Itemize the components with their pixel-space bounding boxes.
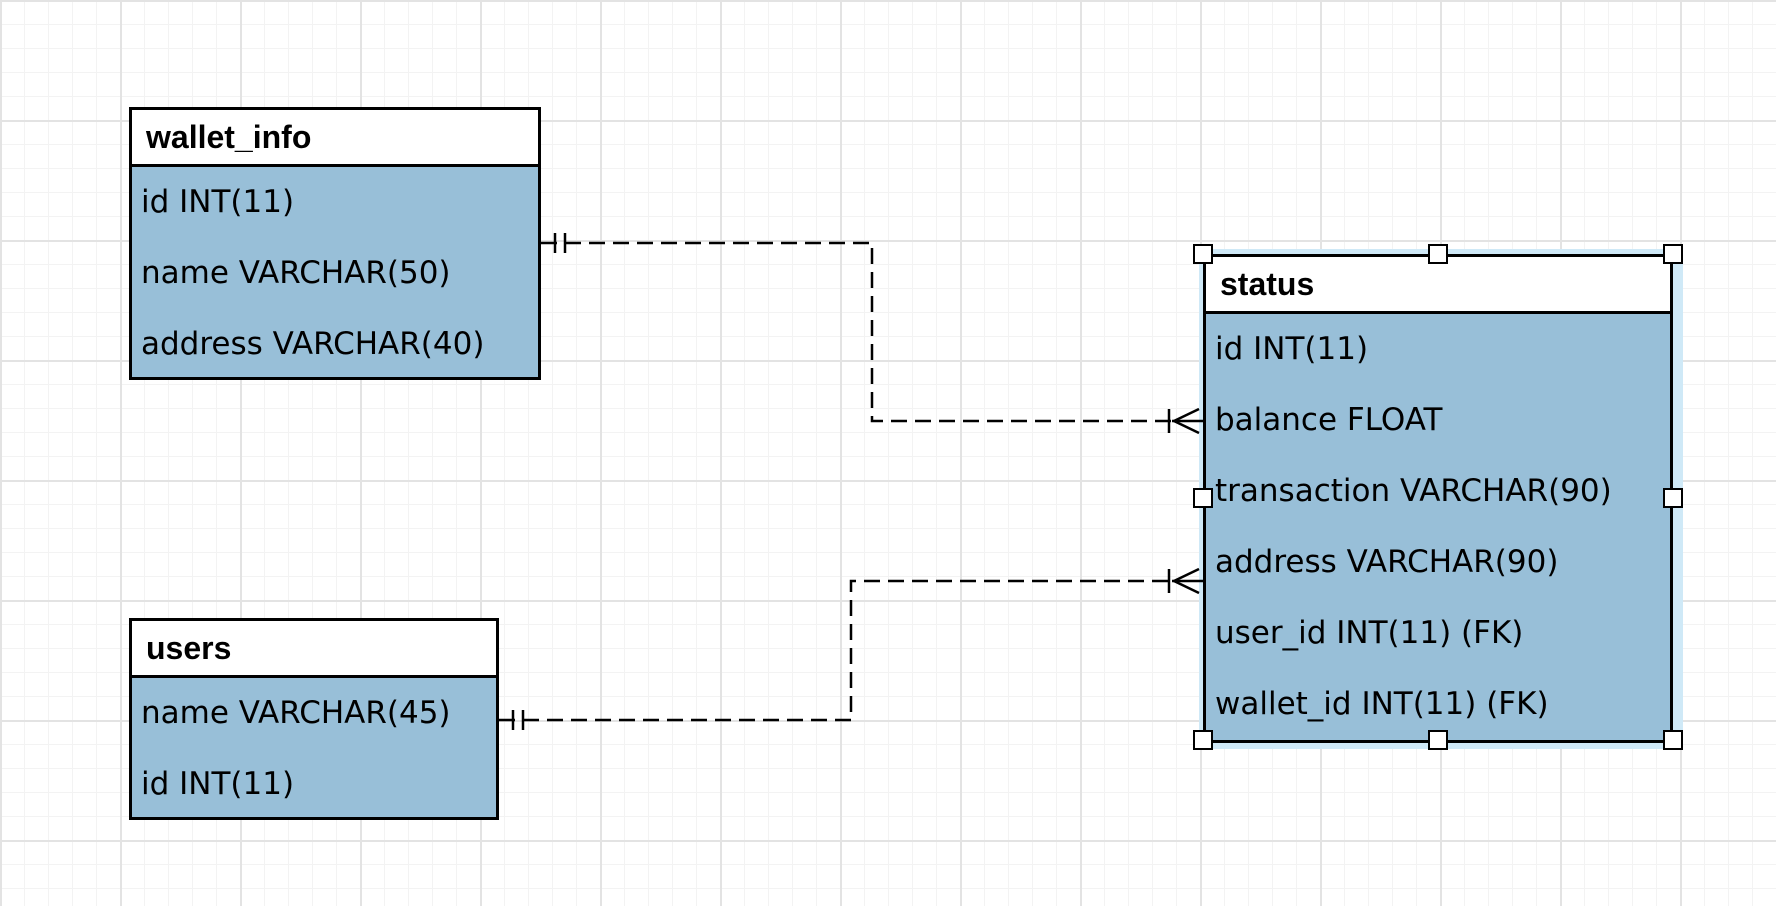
resize-handle-bottom-right[interactable]: [1663, 730, 1683, 750]
relationship-wallet-info-status[interactable]: [541, 233, 1203, 435]
field-row[interactable]: name VARCHAR(45): [141, 695, 451, 731]
entity-title: status: [1206, 257, 1670, 314]
field-row[interactable]: id INT(11): [141, 766, 295, 802]
field-row[interactable]: id INT(11): [141, 184, 295, 220]
field-row[interactable]: balance FLOAT: [1215, 402, 1443, 438]
resize-handle-right[interactable]: [1663, 488, 1683, 508]
resize-handle-top[interactable]: [1428, 244, 1448, 264]
field-row[interactable]: transaction VARCHAR(90): [1215, 473, 1612, 509]
resize-handle-top-right[interactable]: [1663, 244, 1683, 264]
relationship-users-status[interactable]: [499, 567, 1203, 730]
resize-handle-top-left[interactable]: [1193, 244, 1213, 264]
resize-handle-left[interactable]: [1193, 488, 1213, 508]
entity-users[interactable]: users name VARCHAR(45) id INT(11): [129, 618, 499, 820]
field-row[interactable]: id INT(11): [1215, 331, 1369, 367]
field-row[interactable]: address VARCHAR(90): [1215, 544, 1559, 580]
field-row[interactable]: name VARCHAR(50): [141, 255, 451, 291]
field-row[interactable]: user_id INT(11) (FK): [1215, 615, 1524, 651]
field-row[interactable]: address VARCHAR(40): [141, 326, 485, 362]
resize-handle-bottom-left[interactable]: [1193, 730, 1213, 750]
entity-title: users: [132, 621, 496, 678]
entity-status[interactable]: status id INT(11) balance FLOAT transact…: [1203, 254, 1673, 743]
field-row[interactable]: wallet_id INT(11) (FK): [1215, 686, 1549, 722]
entity-title: wallet_info: [132, 110, 538, 167]
resize-handle-bottom[interactable]: [1428, 730, 1448, 750]
entity-wallet-info[interactable]: wallet_info id INT(11) name VARCHAR(50) …: [129, 107, 541, 380]
